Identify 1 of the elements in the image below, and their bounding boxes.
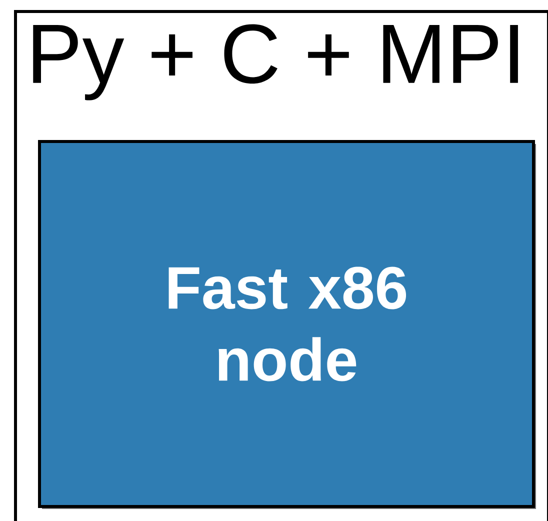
- process-box: Fast x86 node: [38, 140, 536, 509]
